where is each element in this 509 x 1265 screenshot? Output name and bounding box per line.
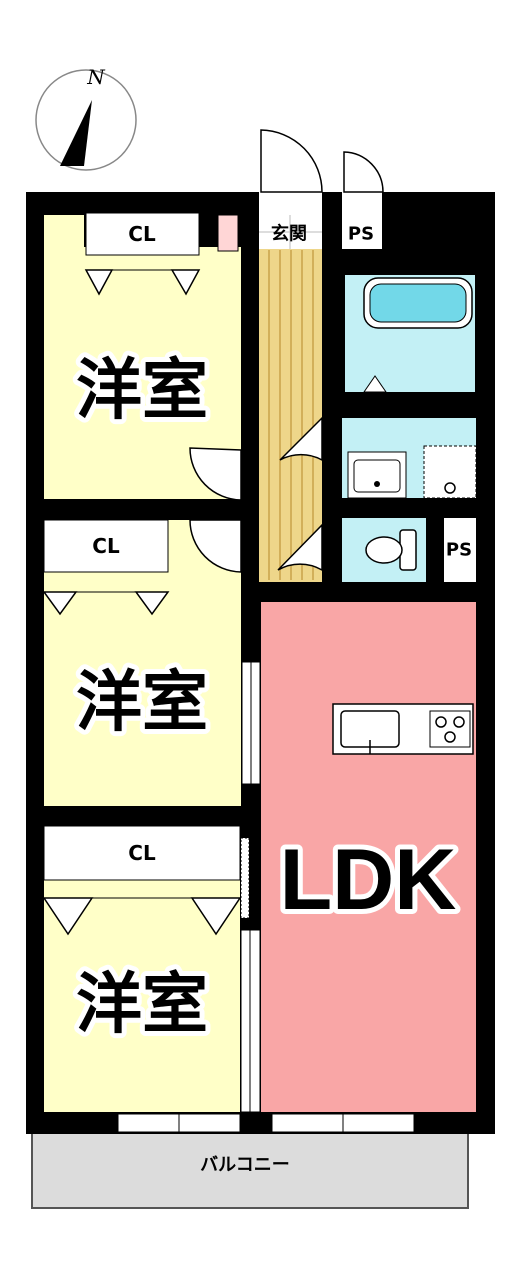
interior-doors <box>189 416 323 573</box>
closet-middle-door <box>42 591 78 616</box>
closet-top-label: CL <box>128 222 156 246</box>
entrance-door-swing <box>260 129 323 193</box>
ps-side-label: PS <box>446 540 472 561</box>
compass-north-label: N <box>86 65 106 89</box>
toilet-bowl <box>365 536 403 564</box>
storage-strip <box>240 837 250 919</box>
bathroom-door-marker <box>363 375 387 393</box>
bathroom <box>363 277 473 393</box>
ldk-label: LDK <box>280 832 457 928</box>
western-room-middle-label: 洋室 <box>76 664 208 741</box>
entrance-tiles <box>259 215 322 249</box>
washbasin-drain <box>374 481 380 487</box>
entrance-door-opening <box>259 192 322 215</box>
closet-middle-label: CL <box>92 534 120 558</box>
ps-top-label: PS <box>348 224 374 245</box>
bathtub-water <box>369 283 467 323</box>
western-room-middle-door <box>189 519 242 573</box>
compass-needle-icon <box>60 100 92 166</box>
entrance-label: 玄関 <box>271 223 307 245</box>
western-room-top-notch <box>44 215 84 255</box>
shoe-cabinet <box>217 214 239 252</box>
ps-door-opening <box>342 192 382 215</box>
kitchen-counter <box>332 703 474 755</box>
ldk-floor <box>261 602 476 1112</box>
closet-bottom-door <box>190 897 242 936</box>
closet-bottom-label: CL <box>128 841 156 865</box>
ps-side-floor <box>444 518 476 582</box>
closet-middle-door <box>134 591 170 616</box>
sliding-doors <box>240 661 261 1113</box>
closet-top <box>85 212 200 256</box>
western-room-top-label: 洋室 <box>76 352 208 429</box>
stove-burner <box>444 731 456 743</box>
closet-top-door <box>84 269 114 296</box>
balcony-windows <box>117 1113 415 1133</box>
stove-burner <box>435 716 447 728</box>
toilet-door <box>277 523 323 572</box>
stove-burner <box>453 716 465 728</box>
washing-machine-drain <box>444 482 456 494</box>
closet-bottom <box>43 825 241 881</box>
western-room-bottom-label: 洋室 <box>76 966 208 1043</box>
toilet <box>365 529 417 571</box>
balcony-floor <box>31 1129 469 1209</box>
closet-middle <box>43 519 169 573</box>
closet-top-door <box>170 269 201 296</box>
western-room-top-door <box>189 447 242 501</box>
balcony: バルコニー <box>31 1129 469 1209</box>
balcony-label: バルコニー <box>200 1155 290 1176</box>
ps-door-swing <box>343 151 384 193</box>
washroom <box>347 445 477 499</box>
ps-top-floor <box>342 215 382 249</box>
compass: N <box>35 65 137 171</box>
closets: CL CL CL <box>42 212 242 936</box>
hallway-wood-grain <box>268 250 314 580</box>
closet-bottom-door <box>42 897 94 936</box>
washroom-door <box>279 416 323 462</box>
washbasin-bowl <box>353 459 401 493</box>
entrance-doors <box>259 129 384 215</box>
